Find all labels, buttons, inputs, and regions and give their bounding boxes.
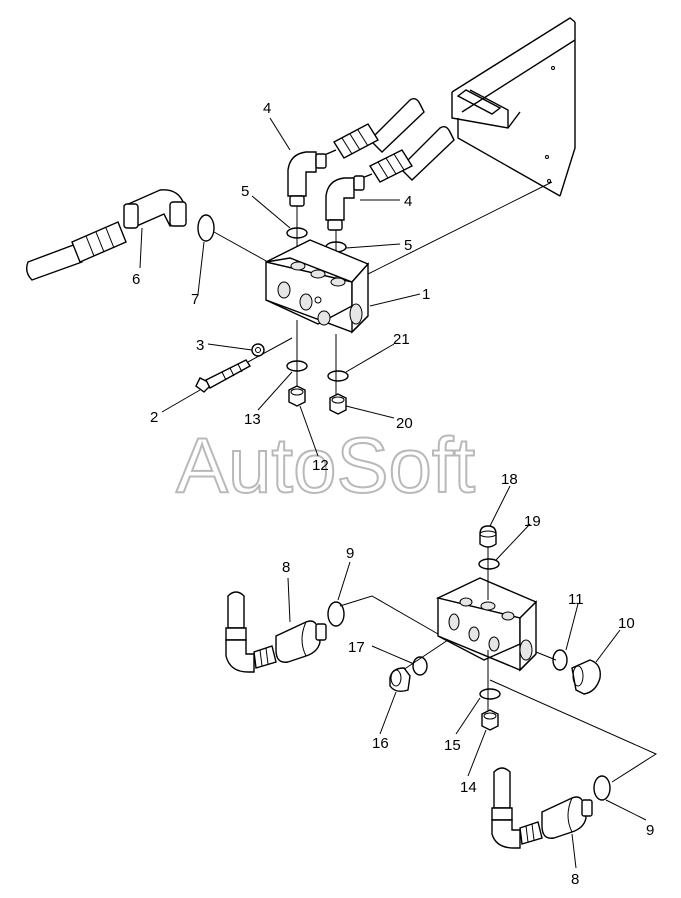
hose-upper-2 <box>361 125 455 183</box>
callout-18: 18 <box>501 471 518 488</box>
bolt-2 <box>195 337 293 393</box>
leader-lines <box>139 117 647 869</box>
manifold-block-lower <box>435 577 538 672</box>
callout-4b: 4 <box>404 193 412 210</box>
plug-10 <box>571 659 601 695</box>
callout-2: 2 <box>150 409 158 426</box>
callout-5a: 5 <box>241 183 249 200</box>
callout-9b: 9 <box>646 822 654 839</box>
plug-12 <box>288 385 306 407</box>
hose-upper-1 <box>321 97 425 159</box>
elbow-fitting-4a <box>287 151 327 207</box>
o-ring-13 <box>286 360 308 372</box>
plug-18 <box>479 525 497 548</box>
o-ring-21 <box>327 370 349 382</box>
callout-16: 16 <box>372 735 389 752</box>
callout-14: 14 <box>460 779 477 796</box>
callout-6: 6 <box>132 271 140 288</box>
callout-4a: 4 <box>263 100 271 117</box>
callout-17: 17 <box>348 639 365 656</box>
hose-left <box>25 221 127 281</box>
o-ring-9b <box>593 775 611 801</box>
o-ring-17 <box>412 656 428 676</box>
plug-14 <box>481 709 499 731</box>
callout-20: 20 <box>396 415 413 432</box>
callout-7: 7 <box>191 291 199 308</box>
callout-15: 15 <box>444 737 461 754</box>
callout-8b: 8 <box>571 871 579 888</box>
callout-12: 12 <box>312 457 329 474</box>
callout-11: 11 <box>568 591 584 608</box>
callout-21: 21 <box>393 331 410 348</box>
manifold-block-1 <box>265 239 370 334</box>
coupler-8a <box>275 620 327 663</box>
callout-8a: 8 <box>282 559 290 576</box>
callout-3: 3 <box>196 337 204 354</box>
callout-10: 10 <box>618 615 635 632</box>
o-ring-9a <box>327 601 345 627</box>
washer-3 <box>251 343 265 357</box>
plug-16 <box>389 667 411 693</box>
o-ring-19 <box>478 558 500 570</box>
elbow-fitting-6 <box>123 189 187 229</box>
coupler-8b <box>541 796 593 839</box>
hose-lower-right <box>491 767 543 849</box>
plug-20 <box>329 393 347 415</box>
callout-5b: 5 <box>404 237 412 254</box>
hose-lower-left <box>225 591 277 673</box>
o-ring-7 <box>197 214 215 242</box>
watermark: AutoSoft <box>176 421 476 509</box>
callout-1: 1 <box>422 286 430 303</box>
o-ring-15 <box>479 688 501 700</box>
callout-13: 13 <box>244 411 261 428</box>
elbow-fitting-4b <box>325 175 365 231</box>
o-ring-11 <box>552 649 568 671</box>
equipment-frame <box>351 17 576 283</box>
callout-9a: 9 <box>346 545 354 562</box>
callout-19: 19 <box>524 513 541 530</box>
